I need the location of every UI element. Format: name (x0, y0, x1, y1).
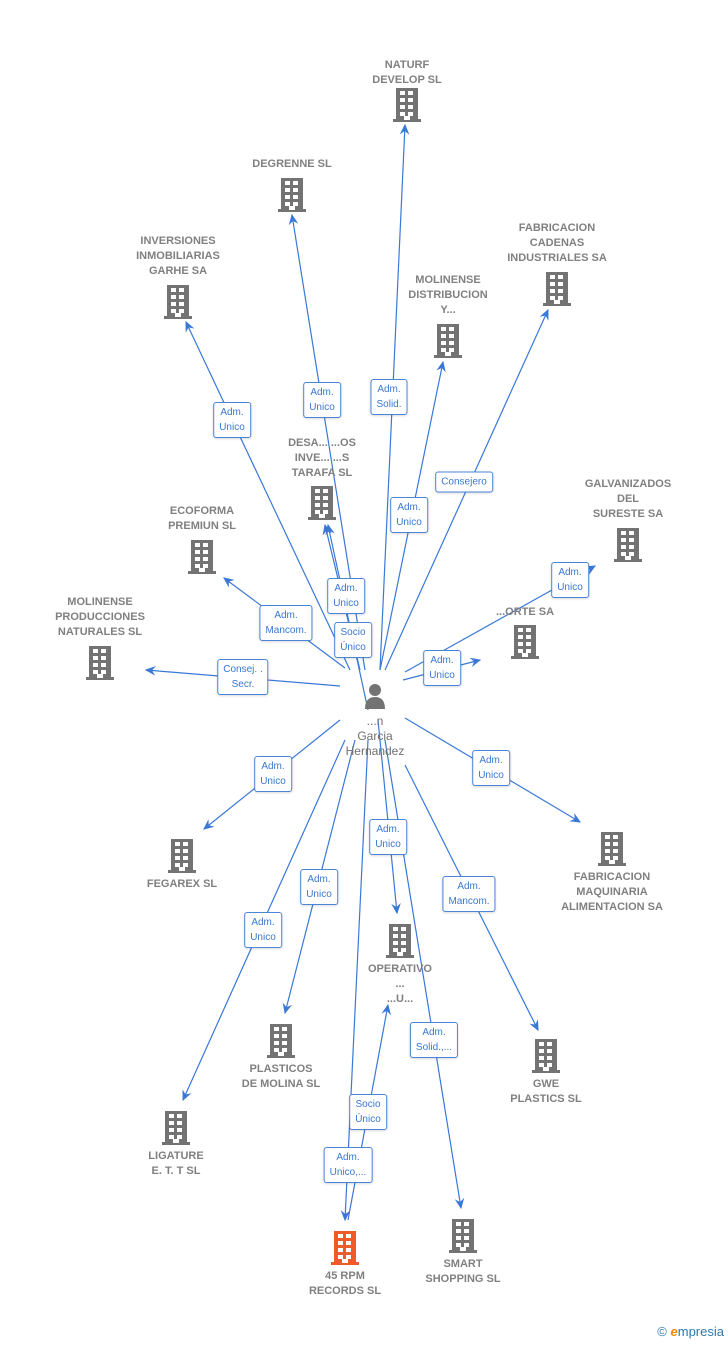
company-node-molidist[interactable]: MOLINENSE DISTRIBUCION Y... (378, 273, 518, 358)
relation-label[interactable]: Adm. Unico (213, 402, 251, 438)
company-name: FABRICACION CADENAS INDUSTRIALES SA (507, 222, 607, 264)
relation-label[interactable]: Adm. Unico (369, 819, 407, 855)
building-icon (108, 285, 248, 319)
company-node-cadenas[interactable]: FABRICACION CADENAS INDUSTRIALES SA (487, 221, 627, 306)
relation-label[interactable]: Adm. Unico (300, 869, 338, 905)
building-icon (476, 1039, 616, 1073)
company-node-tarafa[interactable]: DESA... ...OS INVE... ...S TARAFA SL (252, 436, 392, 520)
building-icon (112, 839, 252, 873)
company-name: DEGRENNE SL (252, 158, 332, 170)
relation-label[interactable]: Adm. Unico (423, 650, 461, 686)
building-icon (222, 178, 362, 212)
company-node-galvanizados[interactable]: GALVANIZADOS DEL SURESTE SA (558, 477, 698, 562)
relation-label[interactable]: Adm. Solid. (370, 379, 408, 415)
company-node-ligature[interactable]: LIGATURE E. T. T SL (106, 1111, 246, 1179)
relation-label[interactable]: Consejero (435, 471, 493, 493)
company-node-operativo[interactable]: OPERATIVO ... ...U... (330, 924, 470, 1007)
company-node-naturf[interactable]: NATURF DEVELOP SL (337, 58, 477, 122)
building-icon (211, 1024, 351, 1058)
company-node-rpm[interactable]: 45 RPM RECORDS SL (275, 1231, 415, 1299)
company-name: MOLINENSE DISTRIBUCION Y... (408, 274, 488, 316)
company-name: OPERATIVO ... ...U... (368, 963, 432, 1005)
relation-label[interactable]: Adm. Solid.,... (409, 1022, 459, 1058)
company-name: 45 RPM RECORDS SL (308, 1270, 382, 1297)
building-icon (487, 272, 627, 306)
building-icon (558, 528, 698, 562)
relation-label[interactable]: Adm. Mancom. (259, 605, 313, 641)
company-name: NATURF DEVELOP SL (372, 59, 442, 86)
person-name: ...n Garcia Hernandez (345, 714, 405, 758)
building-icon (337, 88, 477, 122)
building-icon (275, 1231, 415, 1265)
company-name: MOLINENSE PRODUCCIONES NATURALES SL (55, 596, 145, 638)
company-node-degrenne[interactable]: DEGRENNE SL (222, 157, 362, 212)
building-icon (106, 1111, 246, 1145)
company-name: SMART SHOPPING SL (425, 1258, 501, 1285)
relation-label[interactable]: Socio Único (349, 1094, 387, 1130)
person-node[interactable]: ...n Garcia Hernandez (325, 683, 425, 759)
building-icon (542, 832, 682, 866)
company-node-fegarex[interactable]: FEGAREX SL (112, 839, 252, 892)
edge-line (377, 719, 401, 915)
relation-label[interactable]: Adm. Unico (390, 497, 428, 533)
person-icon (365, 684, 385, 709)
edge-line (185, 320, 351, 671)
company-name: PLASTICOS DE MOLINA SL (241, 1063, 321, 1090)
building-icon (455, 625, 595, 659)
company-name: LIGATURE E. T. T SL (148, 1150, 204, 1177)
relation-label[interactable]: Adm. Unico (327, 578, 365, 614)
company-name: ECOFORMA PREMIUN SL (168, 505, 236, 532)
company-node-garhe[interactable]: INVERSIONES INMOBILIARIAS GARHE SA (108, 234, 248, 319)
company-node-orte[interactable]: ...ORTE SA (455, 605, 595, 659)
relation-label[interactable]: Consej. . Secr. (217, 659, 269, 695)
company-node-moliprod[interactable]: MOLINENSE PRODUCCIONES NATURALES SL (30, 595, 170, 680)
empresia-logo: © empresia (657, 1324, 724, 1339)
relation-label[interactable]: Adm. Unico (551, 562, 589, 598)
relation-label[interactable]: Adm. Mancom. (442, 876, 496, 912)
building-icon (30, 646, 170, 680)
building-icon (132, 540, 272, 574)
building-icon (393, 1219, 533, 1253)
building-icon (378, 324, 518, 358)
company-node-maquinaria[interactable]: FABRICACION MAQUINARIA ALIMENTACION SA (542, 832, 682, 915)
company-name: INVERSIONES INMOBILIARIAS GARHE SA (136, 235, 220, 277)
company-name: ...ORTE SA (495, 606, 555, 618)
company-node-gwe[interactable]: GWE PLASTICS SL (476, 1039, 616, 1107)
company-node-plasticos[interactable]: PLASTICOS DE MOLINA SL (211, 1024, 351, 1092)
relation-label[interactable]: Socio Único (334, 622, 372, 658)
company-node-smart[interactable]: SMART SHOPPING SL (393, 1219, 533, 1287)
company-name: GALVANIZADOS DEL SURESTE SA (584, 478, 672, 520)
company-name: GWE PLASTICS SL (510, 1078, 582, 1105)
building-icon (330, 924, 470, 958)
company-name: FABRICACION MAQUINARIA ALIMENTACION SA (561, 871, 663, 913)
relation-label[interactable]: Adm. Unico (244, 912, 282, 948)
edge-line (384, 739, 465, 1210)
edge-line (340, 739, 369, 1222)
company-node-ecoforma[interactable]: ECOFORMA PREMIUN SL (132, 504, 272, 574)
company-name: FEGAREX SL (146, 878, 218, 890)
relation-label[interactable]: Adm. Unico (472, 750, 510, 786)
company-name: DESA... ...OS INVE... ...S TARAFA SL (288, 437, 356, 479)
edge-line (325, 523, 369, 711)
relation-label[interactable]: Adm. Unico (254, 756, 292, 792)
relation-label[interactable]: Adm. Unico (303, 382, 341, 418)
relation-label[interactable]: Adm. Unico,... (323, 1147, 373, 1183)
building-icon (252, 486, 392, 520)
